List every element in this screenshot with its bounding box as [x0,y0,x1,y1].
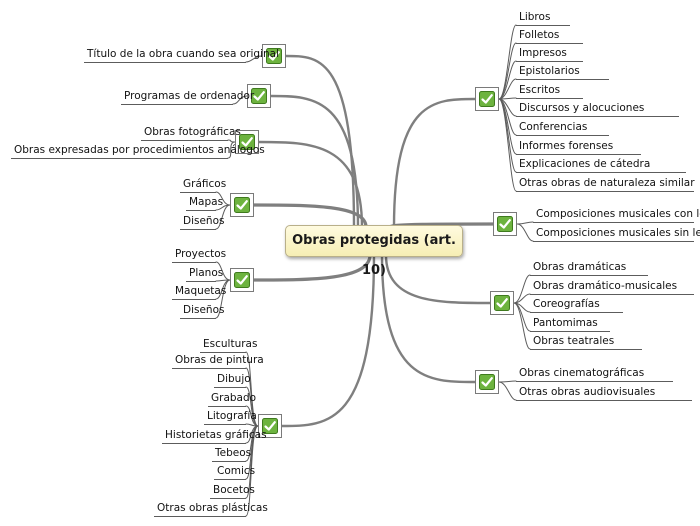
branch-checkbox[interactable] [230,193,254,217]
branch-checkbox[interactable] [247,84,271,108]
leaf-topic[interactable]: Proyectos [172,247,226,263]
leaf-topic[interactable]: Planos [186,266,223,282]
leaf-connector [227,141,236,159]
branch-checkbox[interactable] [235,130,259,154]
leaf-topic[interactable]: Comics [214,464,255,480]
leaf-connector [498,24,517,100]
branch-connector [257,140,364,229]
leaf-connector [215,261,231,281]
branch-connector [384,253,492,305]
leaf-topic[interactable]: Programas de ordenador [121,89,254,105]
leaf-connector [245,55,263,63]
leaf-topic[interactable]: Escritos [516,83,584,99]
leaf-connector [516,223,534,242]
leaf-topic[interactable]: Epistolarios [516,64,609,80]
leaf-topic[interactable]: Composiciones musicales con letra [533,207,700,223]
branch-checkbox[interactable] [258,414,282,438]
leaf-topic[interactable]: Gráficos [180,177,226,193]
checkmark-icon [479,91,495,107]
leaf-topic[interactable]: Otras obras audiovisuales [516,385,692,401]
leaf-topic[interactable]: Libros [516,10,571,26]
leaf-connector [513,274,531,304]
leaf-connector [498,78,517,100]
leaf-topic[interactable]: Obras de pintura [172,353,264,369]
branch-checkbox[interactable] [230,268,254,292]
leaf-topic[interactable]: Composiciones musicales sin letra [533,226,700,242]
leaf-connector [232,95,248,105]
leaf-topic[interactable]: Discursos y alocuciones [516,101,680,117]
central-topic[interactable]: Obras protegidas (art. 10) [285,225,463,278]
leaf-connector [498,60,517,100]
leaf-topic[interactable]: Otras obras de naturaleza similar [516,176,695,192]
branch-checkbox[interactable] [262,44,286,68]
leaf-connector [245,425,259,517]
leaf-topic[interactable]: Título de la obra cuando sea original [84,47,279,63]
checkmark-icon [234,197,250,213]
branch-connector [392,97,477,229]
leaf-topic[interactable]: Diseños [180,303,224,319]
checkmark-icon [234,272,250,288]
branch-checkbox[interactable] [493,212,517,236]
leaf-connector [498,381,517,401]
branch-checkbox[interactable] [490,291,514,315]
leaf-topic[interactable]: Obras dramáticas [530,260,649,276]
leaf-topic[interactable]: Explicaciones de cátedra [516,157,686,173]
leaf-connector [245,386,259,427]
checkmark-icon [479,374,495,390]
branch-connector [284,54,356,229]
leaf-topic[interactable]: Grabado [208,391,256,407]
leaf-connector [215,204,231,230]
leaf-topic[interactable]: Conferencias [516,120,609,136]
leaf-connector [498,98,517,192]
leaf-topic[interactable]: Bocetos [210,483,255,499]
leaf-topic[interactable]: Obras fotográficas [141,125,241,141]
branch-connector [380,253,477,384]
leaf-connector [513,302,531,350]
leaf-topic[interactable]: Obras dramático-musicales [530,279,694,295]
leaf-topic[interactable]: Mapas [186,195,223,211]
branch-connector [252,253,372,282]
leaf-topic[interactable]: Litografía [204,409,257,425]
leaf-topic[interactable]: Diseños [180,214,224,230]
branch-connector [280,253,376,428]
leaf-topic[interactable]: Tebeos [212,446,251,462]
branch-checkbox[interactable] [475,87,499,111]
leaf-topic[interactable]: Dibujo [214,372,251,388]
checkmark-icon [497,216,513,232]
leaf-topic[interactable]: Obras cinematográficas [516,366,673,382]
leaf-topic[interactable]: Folletos [516,28,584,44]
leaf-topic[interactable]: Maquetas [172,284,226,300]
leaf-topic[interactable]: Esculturas [200,337,257,353]
leaf-topic[interactable]: Obras teatrales [530,334,642,350]
checkmark-icon [266,48,282,64]
branch-checkbox[interactable] [475,370,499,394]
checkmark-icon [262,418,278,434]
branch-connector [252,203,368,229]
leaf-connector [516,221,534,225]
leaf-topic[interactable]: Informes forenses [516,139,641,155]
leaf-topic[interactable]: Coreografías [530,297,623,313]
leaf-connector [498,98,517,155]
leaf-topic[interactable]: Obras expresadas por procedimientos anál… [11,143,265,159]
leaf-topic[interactable]: Impresos [516,46,584,62]
leaf-topic[interactable]: Historietas gráficas [162,428,267,444]
leaf-connector [215,279,231,319]
checkmark-icon [251,88,267,104]
checkmark-icon [239,134,255,150]
leaf-topic[interactable]: Otras obras plásticas [154,501,268,517]
checkmark-icon [494,295,510,311]
leaf-topic[interactable]: Pantomimas [530,316,610,332]
leaf-connector [498,380,517,383]
leaf-connector [245,405,259,427]
